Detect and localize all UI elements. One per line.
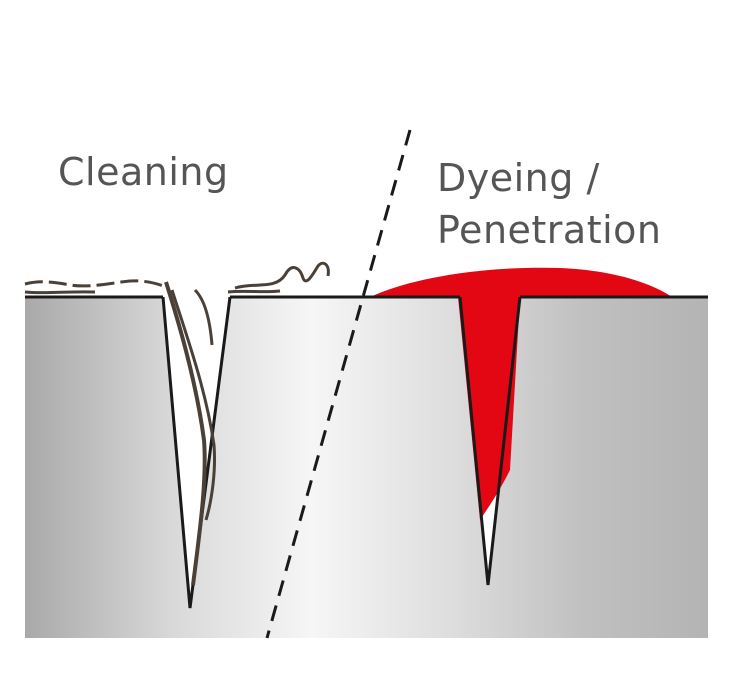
cleaning-label: Cleaning [58,150,229,194]
surface-dye [370,267,672,297]
dyeing-label-line2: Penetration [437,208,662,252]
penetrated-dye [458,297,520,520]
dyeing-label-line1: Dyeing / [437,156,600,200]
metal-surface [25,297,708,638]
dyeing-penetration-label: Dyeing / Penetration [437,152,662,256]
dashed-divider [265,129,412,639]
crack-residue [164,281,207,586]
dye-filled-crack-icon [370,267,672,586]
surface-residue-icon [24,261,330,295]
cleaned-crack-icon [161,281,232,609]
